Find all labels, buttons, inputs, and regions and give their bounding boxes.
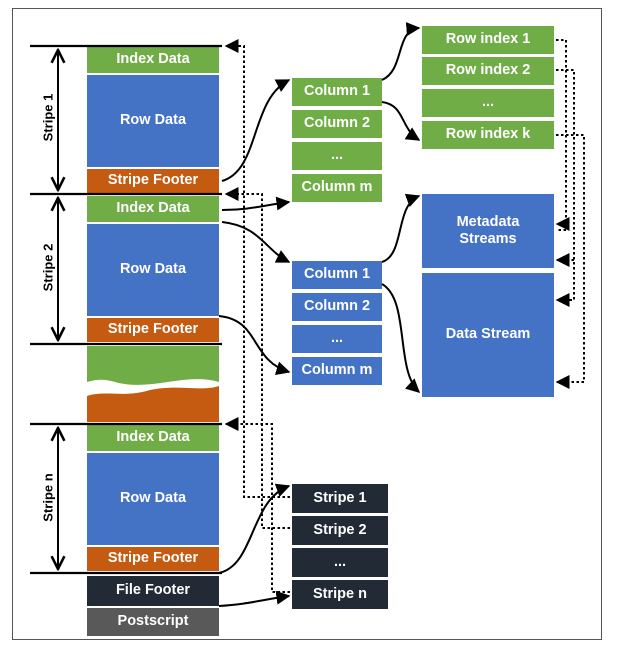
stripe1-index-data-label: Index Data xyxy=(116,51,190,68)
group2-column-1-label: Column 1 xyxy=(303,266,371,283)
footer-stripe-ellipsis-label: ... xyxy=(333,553,347,570)
group1-column-m-label: Column m xyxy=(301,179,373,196)
stripe1-stripe-footer-label: Stripe Footer xyxy=(107,172,199,189)
stripe1-row-data: Row Data xyxy=(87,75,219,167)
footer-stripe-ellipsis: ... xyxy=(292,548,388,577)
data-stream: Data Stream xyxy=(422,273,554,397)
row-index-k-label: Row index k xyxy=(445,126,531,143)
data-stream-label: Data Stream xyxy=(445,326,531,343)
stripe1-row-data-label: Row Data xyxy=(119,112,187,129)
stripe1-index-data: Index Data xyxy=(87,47,219,73)
group1-column-1: Column 1 xyxy=(292,78,382,106)
row-index-1-label: Row index 1 xyxy=(445,31,531,48)
group2-column-ellipsis: ... xyxy=(292,325,382,353)
stripe2-index-data-label: Index Data xyxy=(116,200,190,217)
group1-column-1-label: Column 1 xyxy=(303,83,371,100)
footer-stripe-n-label: Stripe n xyxy=(313,585,367,602)
stripe2-row-data-label: Row Data xyxy=(119,261,187,278)
stripe2-row-data: Row Data xyxy=(87,224,219,316)
striven-index-data: Index Data xyxy=(87,425,219,451)
footer-stripe-1: Stripe 1 xyxy=(292,484,388,513)
group1-column-ellipsis-label: ... xyxy=(330,147,344,164)
stripe2-index-data: Index Data xyxy=(87,196,219,222)
row-index-k: Row index k xyxy=(422,121,554,149)
group1-column-2-label: Column 2 xyxy=(303,115,371,132)
stripe2-stripe-footer-label: Stripe Footer xyxy=(107,321,199,338)
stripe1-stripe-footer: Stripe Footer xyxy=(87,169,219,193)
file-footer: File Footer xyxy=(87,576,219,606)
group2-column-m-label: Column m xyxy=(301,362,373,379)
footer-stripe-2: Stripe 2 xyxy=(292,516,388,545)
postscript-label: Postscript xyxy=(117,613,189,630)
group2-column-ellipsis-label: ... xyxy=(330,330,344,347)
metadata-streams: Metadata Streams xyxy=(422,194,554,268)
group1-column-ellipsis: ... xyxy=(292,142,382,170)
footer-stripe-2-label: Stripe 2 xyxy=(313,521,367,538)
footer-stripe-n: Stripe n xyxy=(292,580,388,609)
row-index-ellipsis-label: ... xyxy=(481,94,495,111)
row-index-1: Row index 1 xyxy=(422,26,554,54)
row-index-ellipsis: ... xyxy=(422,89,554,117)
row-index-2-label: Row index 2 xyxy=(445,62,531,79)
group1-column-2: Column 2 xyxy=(292,110,382,138)
stripe2-label: Stripe 2 xyxy=(40,243,56,292)
group1-column-m: Column m xyxy=(292,174,382,202)
metadata-streams-label: Metadata Streams xyxy=(456,213,520,247)
striven-row-data: Row Data xyxy=(87,453,219,545)
group2-column-2-label: Column 2 xyxy=(303,298,371,315)
striven-row-data-label: Row Data xyxy=(119,490,187,507)
striven-stripe-footer-label: Stripe Footer xyxy=(107,550,199,567)
group2-column-1: Column 1 xyxy=(292,261,382,289)
stripe2-stripe-footer: Stripe Footer xyxy=(87,318,219,342)
group2-column-m: Column m xyxy=(292,357,382,385)
stripe1-label: Stripe 1 xyxy=(40,93,56,142)
postscript: Postscript xyxy=(87,608,219,636)
striven-label: Stripe n xyxy=(40,473,56,522)
group2-column-2: Column 2 xyxy=(292,293,382,321)
file-footer-label: File Footer xyxy=(115,582,191,599)
footer-stripe-1-label: Stripe 1 xyxy=(313,489,367,506)
striven-index-data-label: Index Data xyxy=(116,429,190,446)
row-index-2: Row index 2 xyxy=(422,57,554,85)
striven-stripe-footer: Stripe Footer xyxy=(87,547,219,571)
